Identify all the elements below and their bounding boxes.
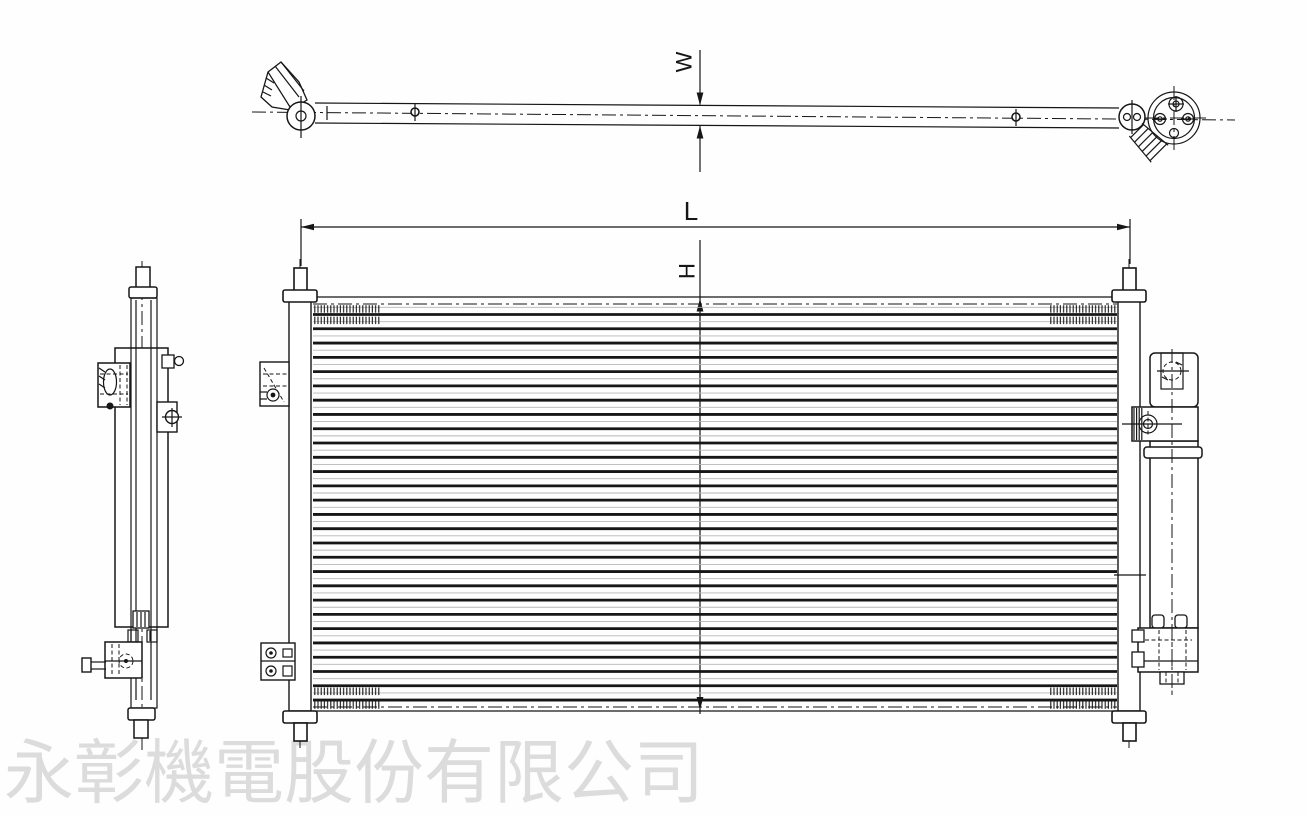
drier-upper-block [1149,352,1199,408]
drier-mid-block [1122,406,1199,442]
dimension-l-label: L [684,196,698,226]
core-tubes [313,313,1117,702]
side-upper-right-fitting [161,354,185,369]
dimension-w-label: W [672,51,697,72]
side-mid-block [97,362,131,410]
left-top-mounting-pin [293,267,308,292]
left-header [259,259,318,749]
side-top-pin [135,266,151,289]
right-bottom-cap [1111,710,1147,724]
drier-bottom-block [1131,614,1199,693]
top-view-right-fitting [1118,86,1206,163]
bar-centerline [251,111,1236,121]
dimension-h-label: H [675,263,700,279]
side-bottom-cap [127,707,156,721]
side-right-fitting [156,401,182,433]
watermark-company-name: 永彰機電股份有限公司 [4,734,704,812]
top-view [251,61,1236,163]
right-bottom-mounting-pin [1122,722,1137,742]
top-view-left-fitting [260,61,316,138]
bar-body [314,102,1120,129]
bar-markers [326,104,1021,126]
front-view-condenser [259,259,1203,749]
side-view [81,261,185,750]
side-top-cap [128,286,158,299]
dimension-h: H [675,240,704,714]
side-lower-bracket [81,641,143,679]
left-bottom-cap [282,710,318,724]
ribbed-hose-fitting [1128,122,1169,163]
right-header [1111,259,1147,749]
core-fin-hatch-corners [313,305,1117,709]
mount-flange [1145,86,1206,152]
right-top-cap [1111,289,1147,303]
side-bottom-pin [133,719,149,739]
side-bolt-head [81,657,92,673]
dimension-l: L [300,196,1131,266]
core-fins [313,306,1117,694]
dimension-w: W [672,50,704,172]
drier-collar [1143,446,1203,459]
left-top-cap [282,289,318,303]
left-lower-bracket [260,642,296,681]
right-top-mounting-pin [1122,267,1137,292]
left-bottom-mounting-pin [293,722,308,742]
receiver-drier [1122,349,1203,696]
drier-cylinder [1149,440,1199,629]
left-upper-bracket [259,361,290,407]
condenser-core [313,296,1117,712]
side-port-ellipse [102,368,118,396]
